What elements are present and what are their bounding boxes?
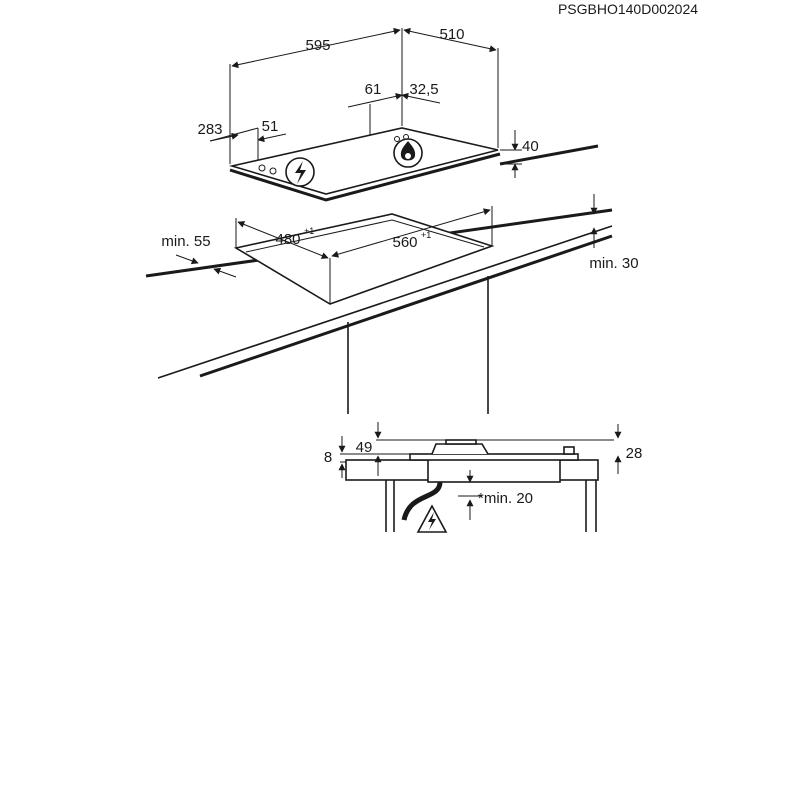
label-bottom-clearance: *min. 20 <box>478 490 533 507</box>
dim-line-burner-left <box>347 92 403 108</box>
label-cutout-depth: 480 <box>275 231 300 248</box>
hob-knob <box>269 167 277 175</box>
section-drawing: 8 49 28 *min. 20 <box>324 422 643 533</box>
document-code: PSGBHO140D002024 <box>558 1 698 17</box>
dim-line-front-clearance <box>175 254 199 265</box>
label-height: 40 <box>522 138 539 155</box>
label-burner-left: 61 <box>365 81 382 98</box>
dim-line-burner-right <box>401 92 441 104</box>
hob-edge <box>229 152 501 202</box>
dim-line-side <box>209 132 239 142</box>
label-depth: 510 <box>439 26 464 43</box>
label-front-offset: 51 <box>262 118 279 135</box>
electric-warning-icon <box>416 504 448 533</box>
section-hob-plate <box>409 453 579 461</box>
section-burner <box>431 443 489 455</box>
label-cutout-width-tolerance: +1 <box>421 230 431 240</box>
label-section-left-height: 8 <box>324 449 332 466</box>
dim-line-cutout-width <box>331 208 491 258</box>
label-section-right-height: 28 <box>626 445 643 462</box>
hob-drawing: 595 510 61 32,5 283 51 40 <box>197 26 539 202</box>
label-worktop-thickness: min. 30 <box>589 255 638 272</box>
hob-knob <box>394 136 400 142</box>
label-front-clearance: min. 55 <box>161 233 210 250</box>
section-knob <box>563 446 575 455</box>
label-width: 595 <box>305 37 330 54</box>
label-cutout-depth-tolerance: +1 <box>304 226 314 236</box>
label-cutout-width: 560 <box>392 234 417 251</box>
label-burner-right: 32,5 <box>409 81 438 98</box>
dim-line-width <box>231 27 401 69</box>
section-hob-body <box>427 457 561 483</box>
label-side-offset: 283 <box>197 121 222 138</box>
dim-line-depth <box>403 27 497 53</box>
worktop-drawing: 480 +1 560 +1 min. 55 min. 30 <box>145 144 639 414</box>
section-cable <box>401 481 443 521</box>
gas-flame-icon <box>393 138 423 168</box>
label-section-left-depth: 49 <box>356 439 373 456</box>
dim-line-front <box>257 133 287 143</box>
dim-line-cutout-depth <box>237 221 329 259</box>
electric-warning-icon <box>285 157 315 187</box>
hob-knob <box>258 164 266 172</box>
